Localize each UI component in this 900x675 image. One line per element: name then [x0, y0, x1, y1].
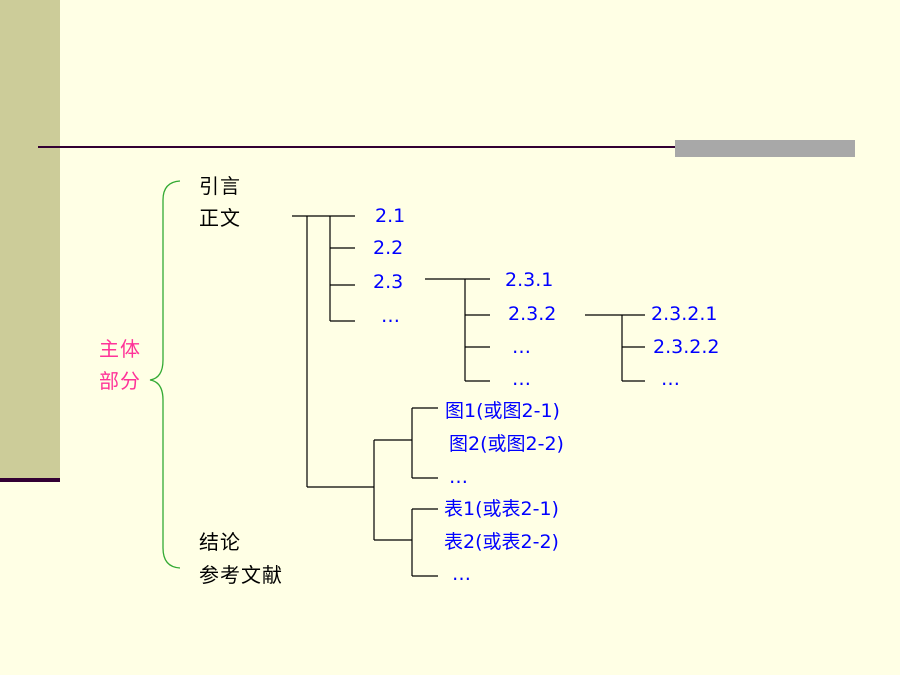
level2-item: …	[381, 305, 400, 327]
table-item: …	[452, 563, 471, 585]
level3-item: …	[512, 368, 531, 390]
level2-item: 2.3	[373, 271, 404, 293]
sidebar-divider	[0, 478, 60, 482]
level2-item: 2.1	[375, 205, 406, 227]
table-item: 表2(或表2-2)	[444, 531, 559, 553]
section-introduction: 引言	[199, 174, 241, 198]
title-rule	[38, 146, 855, 148]
figure-item: …	[449, 466, 468, 488]
figure-item: 图2(或图2-2)	[449, 433, 564, 455]
level4-item: …	[661, 368, 680, 390]
main-body-label-line2: 部分	[99, 369, 141, 393]
sidebar-strip	[0, 0, 60, 480]
level3-item: …	[512, 336, 531, 358]
section-conclusion: 结论	[199, 530, 241, 554]
level4-item: 2.3.2.2	[653, 336, 720, 358]
curly-brace	[149, 180, 181, 569]
level4-item: 2.3.2.1	[651, 303, 718, 325]
title-accent-bar	[675, 140, 855, 157]
level2-item: 2.2	[373, 237, 404, 259]
section-references: 参考文献	[199, 563, 283, 587]
figure-item: 图1(或图2-1)	[445, 400, 560, 422]
section-body-text: 正文	[199, 206, 241, 230]
main-body-label-line1: 主体	[99, 337, 141, 361]
table-item: 表1(或表2-1)	[444, 498, 559, 520]
level3-item: 2.3.2	[508, 303, 557, 325]
level3-item: 2.3.1	[505, 269, 554, 291]
